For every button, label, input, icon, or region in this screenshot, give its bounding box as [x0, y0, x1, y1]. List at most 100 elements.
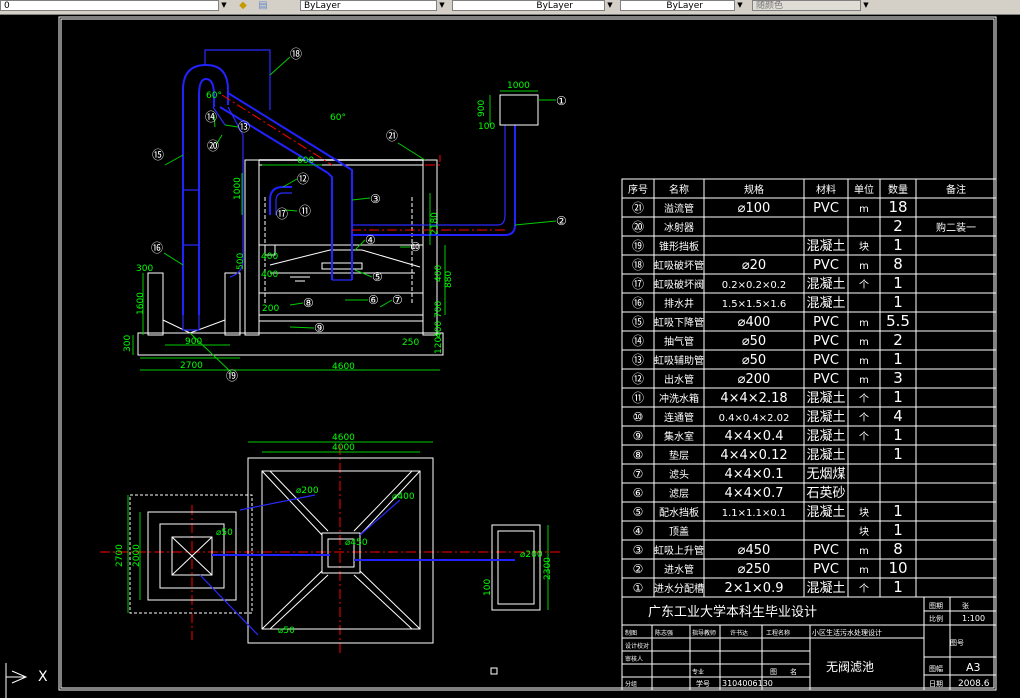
callout-leader: [514, 220, 557, 226]
bom-cell: ⑱: [632, 258, 644, 272]
bom-cell: PVC: [813, 201, 839, 216]
pages-label: 图期: [929, 602, 943, 610]
bom-cell: 出水管: [664, 373, 694, 386]
dim-400a: 400: [261, 252, 278, 262]
bom-cell: ⌀50: [742, 353, 766, 368]
chevron-down-icon[interactable]: ▼: [860, 0, 871, 11]
bom-cell: 0.2×0.2×0.2: [722, 280, 786, 291]
bom-header-cell: 备注: [946, 183, 966, 196]
chevron-down-icon[interactable]: ▼: [604, 0, 615, 11]
dim-2700: 2700: [180, 361, 203, 371]
siphon-down-pipe-inner: [198, 77, 215, 315]
callout-4: ④: [365, 233, 376, 247]
chevron-down-icon[interactable]: ▼: [218, 0, 229, 11]
bom-cell: 1: [893, 426, 903, 444]
bom-cell: 滤头: [669, 468, 689, 481]
bom-cell: 块: [859, 526, 869, 538]
diagonal-brace: [353, 470, 413, 532]
bom-cell: 1.5×1.5×1.6: [722, 299, 786, 310]
bom-cell: 顶盖: [669, 525, 689, 538]
bom-cell: 集水室: [664, 430, 694, 443]
siphon-up-pipe: [335, 159, 353, 280]
bom-cell: ⌀50: [742, 334, 766, 349]
plan-pipe-diagonal: [199, 574, 259, 636]
collection-chamber: [258, 320, 424, 334]
plan-pipe-400: ⌀400: [392, 492, 415, 502]
callout-2: ②: [556, 214, 567, 228]
callout-leader: [224, 124, 239, 128]
bom-cell: ⑫: [632, 372, 644, 386]
bom-cell: 3: [893, 369, 903, 387]
bom-cell: 配水挡板: [659, 506, 699, 519]
bom-cell: 混凝土: [806, 276, 845, 292]
color-dropdown[interactable]: ByLayer: [300, 0, 446, 11]
diagonal-brace: [269, 470, 329, 532]
plan-pipe-450: ⌀450: [345, 538, 368, 548]
callout-19: ⑲: [226, 369, 238, 383]
plan-pipe-overflow: [239, 494, 316, 511]
bom-cell: 4×4×0.12: [720, 448, 787, 463]
bom-cell: m: [859, 356, 869, 367]
bom-cell: ⑮: [632, 315, 644, 329]
bom-cell: ⌀400: [738, 315, 771, 330]
outlet-pipe-inner: [275, 192, 292, 215]
dim-2180: 2180: [430, 212, 440, 235]
bom-cell: ⌀100: [738, 201, 771, 216]
bom-cell: m: [859, 337, 869, 348]
layer-state-icon[interactable]: ◆: [239, 0, 247, 11]
color-value: ByLayer: [304, 1, 341, 11]
chevron-down-icon[interactable]: ▼: [734, 0, 745, 11]
date-label: 日期: [929, 680, 943, 688]
layer-dropdown[interactable]: 0: [0, 0, 228, 11]
bom-cell: 个: [859, 583, 869, 595]
callout-7: ⑦: [392, 293, 403, 307]
callout-1: ①: [556, 94, 567, 108]
bom-cell: PVC: [813, 334, 839, 349]
layer-previous-icon[interactable]: ▤: [258, 0, 268, 11]
bom-cell: 8: [893, 255, 903, 273]
drawing-canvas[interactable]: .w { stroke:#fff; fill:none; stroke-widt…: [0, 15, 1020, 698]
bom-cell: 冰射器: [664, 221, 694, 234]
siphon-well-inner: [327, 538, 355, 568]
angle-60b: 60°: [330, 113, 346, 123]
callout-leader: [379, 299, 393, 308]
callout-leader: [289, 302, 304, 306]
bom-cell: 1: [893, 274, 903, 292]
bom-cell: 进水管: [664, 563, 694, 576]
bom-cell: 1: [893, 388, 903, 406]
bom-cell: 1: [893, 350, 903, 368]
properties-toolbar: 0 ▼ ◆ ▤ ByLayer ▼ ByLayer ▼ ByLayer ▼ 随颜…: [0, 0, 1020, 15]
callout-12: ⑫: [297, 172, 309, 186]
linetype-dropdown[interactable]: ByLayer: [452, 0, 614, 11]
inlet-distribution-tank: [499, 94, 539, 126]
bom-cell: ㉑: [632, 201, 644, 215]
tb-r1-0: 制图: [625, 629, 637, 637]
chevron-down-icon[interactable]: ▼: [436, 0, 447, 11]
bom-cell: ⑬: [632, 353, 644, 367]
dim-300: 300: [136, 264, 153, 274]
plotstyle-dropdown[interactable]: 随颜色: [752, 0, 870, 11]
tb-r2-0: 设计校对: [625, 642, 649, 650]
bom-header-cell: 规格: [744, 183, 764, 196]
lineweight-dropdown[interactable]: ByLayer: [620, 0, 744, 11]
bom-cell: 垫层: [669, 449, 689, 462]
bom-cell: ⌀200: [738, 372, 771, 387]
bom-cell: ⑪: [632, 391, 644, 405]
diagonal-brace: [261, 470, 323, 536]
ucs-icon: X: [5, 663, 48, 698]
callout-leader: [163, 252, 184, 266]
tb-r5-0: 分组: [625, 680, 637, 688]
plan-dim-2700-label: 2700: [115, 544, 125, 567]
plan-view: 4600 4000 2700 2000 2300 100 ⌀200 ⌀200 ⌀…: [100, 433, 560, 655]
inlet-pipe: [352, 125, 516, 236]
bom-cell: ⌀450: [738, 543, 771, 558]
callout-leader: [215, 134, 223, 146]
bom-cell: ⌀250: [738, 562, 771, 577]
bom-cell: 1: [893, 502, 903, 520]
dim-500: 500: [236, 253, 246, 270]
pipe-end: [182, 315, 200, 331]
bom-cell: 混凝土: [806, 428, 845, 444]
grip-marker[interactable]: [490, 667, 498, 675]
diagonal-brace: [359, 470, 421, 536]
